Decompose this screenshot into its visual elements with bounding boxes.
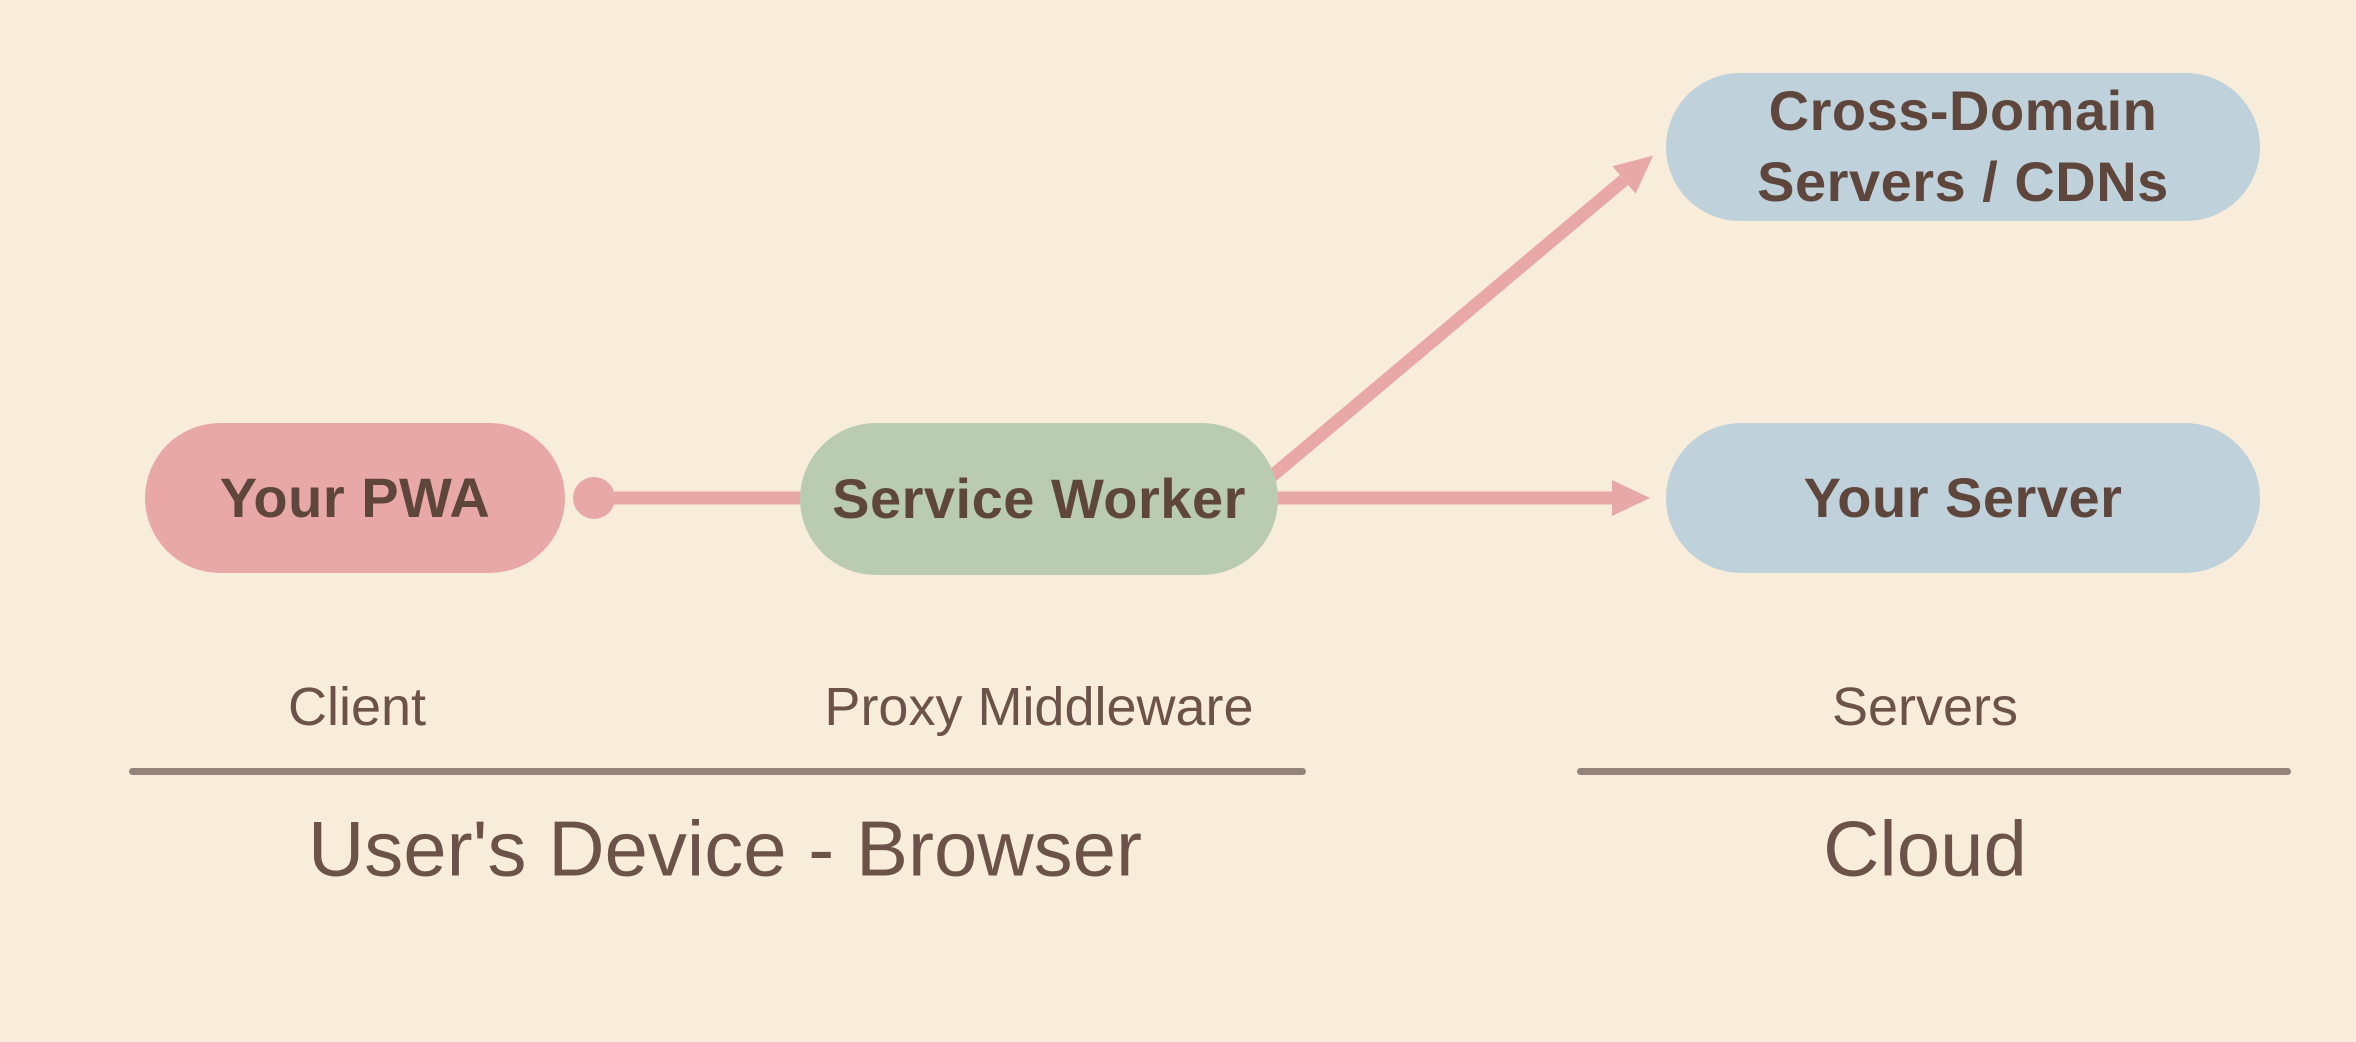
zone-label-cloud: Cloud	[1823, 804, 2027, 893]
role-label-client: Client	[287, 677, 427, 737]
connection-dot-icon	[573, 477, 615, 519]
node-service-worker-label: Service Worker	[832, 466, 1246, 530]
role-label-proxy-middleware: Proxy Middleware	[824, 677, 1254, 737]
node-cross-domain-label-line2: Servers / CDNs	[1757, 150, 2169, 213]
zone-divider-browser	[129, 768, 1306, 775]
node-your-pwa: Your PWA	[145, 423, 565, 573]
node-cross-domain-label-line1: Cross-Domain	[1768, 79, 2158, 143]
node-your-server-label: Your Server	[1803, 465, 2123, 529]
role-label-servers: Servers	[1831, 677, 2019, 737]
node-your-server: Your Server	[1666, 423, 2260, 573]
zone-divider-cloud	[1577, 768, 2291, 775]
edge-service-worker-to-cross-domain	[1261, 155, 1654, 486]
node-your-pwa-label: Your PWA	[219, 465, 491, 529]
node-service-worker: Service Worker	[800, 423, 1278, 575]
node-cross-domain-servers: Cross-Domain Servers / CDNs	[1666, 73, 2260, 221]
zone-label-users-device-browser: User's Device - Browser	[307, 804, 1143, 893]
